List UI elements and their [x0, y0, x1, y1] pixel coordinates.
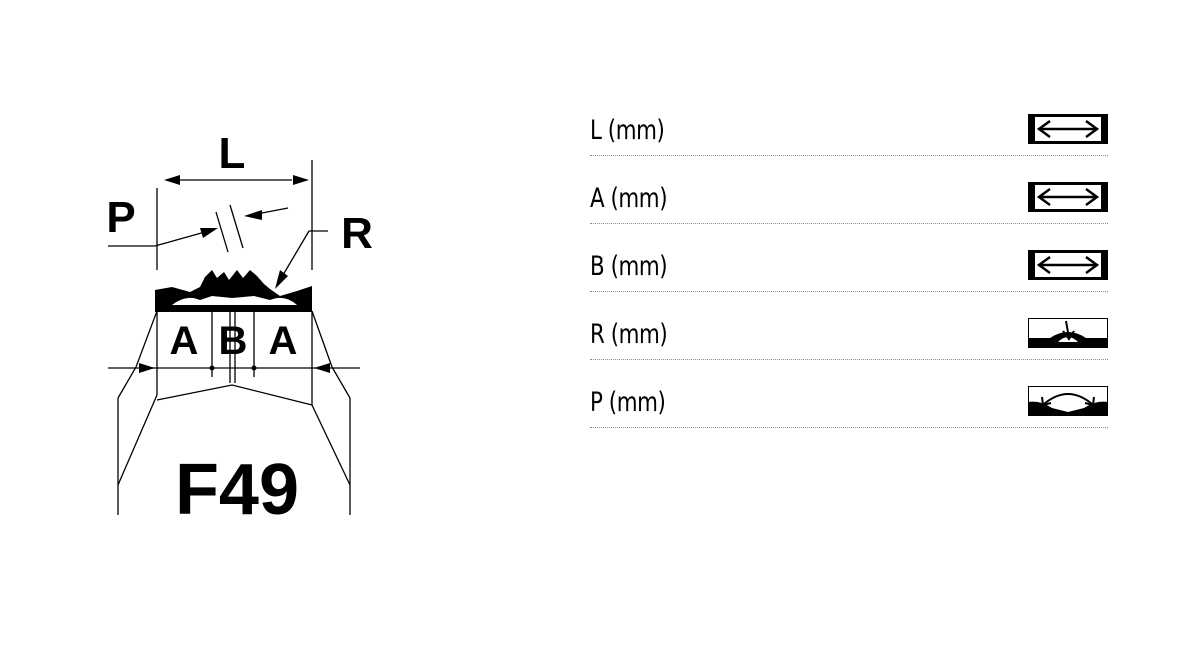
- label-a-left: A: [170, 319, 199, 363]
- l-arrow-left: [164, 175, 180, 185]
- width-arrow-right: [314, 363, 330, 373]
- spec-label: A (mm): [590, 183, 668, 214]
- p-line-right: [261, 207, 289, 214]
- width-arrow-icon: [1028, 114, 1108, 144]
- profile-outer-right: [331, 366, 351, 399]
- profile-inner-left: [117, 394, 158, 486]
- spec-list: L (mm) A (mm) B (mm) R (mm): [590, 110, 1108, 450]
- width-arrow-icon: [1028, 182, 1108, 212]
- width-arrow-icon: [1028, 250, 1108, 280]
- p-line-left: [154, 231, 206, 247]
- spec-row-l: L (mm): [590, 110, 1108, 156]
- p-break-mark-1: [215, 211, 229, 253]
- model-name: F49: [175, 450, 299, 520]
- profile-tread-top: [155, 270, 312, 312]
- profile-bottom-chevron: [156, 384, 313, 406]
- label-b: B: [219, 319, 248, 363]
- spec-label: R (mm): [590, 319, 668, 350]
- spec-row-a: A (mm): [590, 178, 1108, 224]
- p-break-mark-2: [229, 204, 244, 249]
- spec-label: L (mm): [590, 115, 665, 146]
- label-l: L: [219, 129, 246, 178]
- profile-taper-left: [135, 310, 158, 368]
- belt-profile-diagram: L P R A B A F49: [106, 129, 373, 520]
- dim-dot-left: [209, 365, 215, 371]
- radius-arrow-icon: [1028, 318, 1108, 348]
- profile-taper-right: [311, 310, 333, 368]
- r-arrow: [275, 270, 288, 289]
- profile-inner-right: [311, 404, 351, 486]
- dim-dot-right: [251, 365, 257, 371]
- spec-row-p: P (mm): [590, 382, 1108, 428]
- width-arrow-left: [139, 363, 155, 373]
- tread-inner-white: [172, 296, 297, 305]
- label-p: P: [106, 193, 135, 242]
- l-arrow-right: [293, 175, 309, 185]
- spec-label: P (mm): [590, 387, 666, 418]
- spec-row-r: R (mm): [590, 314, 1108, 360]
- p-arrow-left: [200, 228, 218, 238]
- label-r: R: [341, 209, 373, 258]
- label-a-right: A: [269, 319, 298, 363]
- spec-label: B (mm): [590, 251, 668, 282]
- pitch-arc-icon: [1028, 386, 1108, 416]
- spec-row-b: B (mm): [590, 246, 1108, 292]
- profile-outer-left: [117, 366, 137, 399]
- r-leader-diagonal: [282, 230, 310, 276]
- p-arrow-right: [244, 210, 262, 220]
